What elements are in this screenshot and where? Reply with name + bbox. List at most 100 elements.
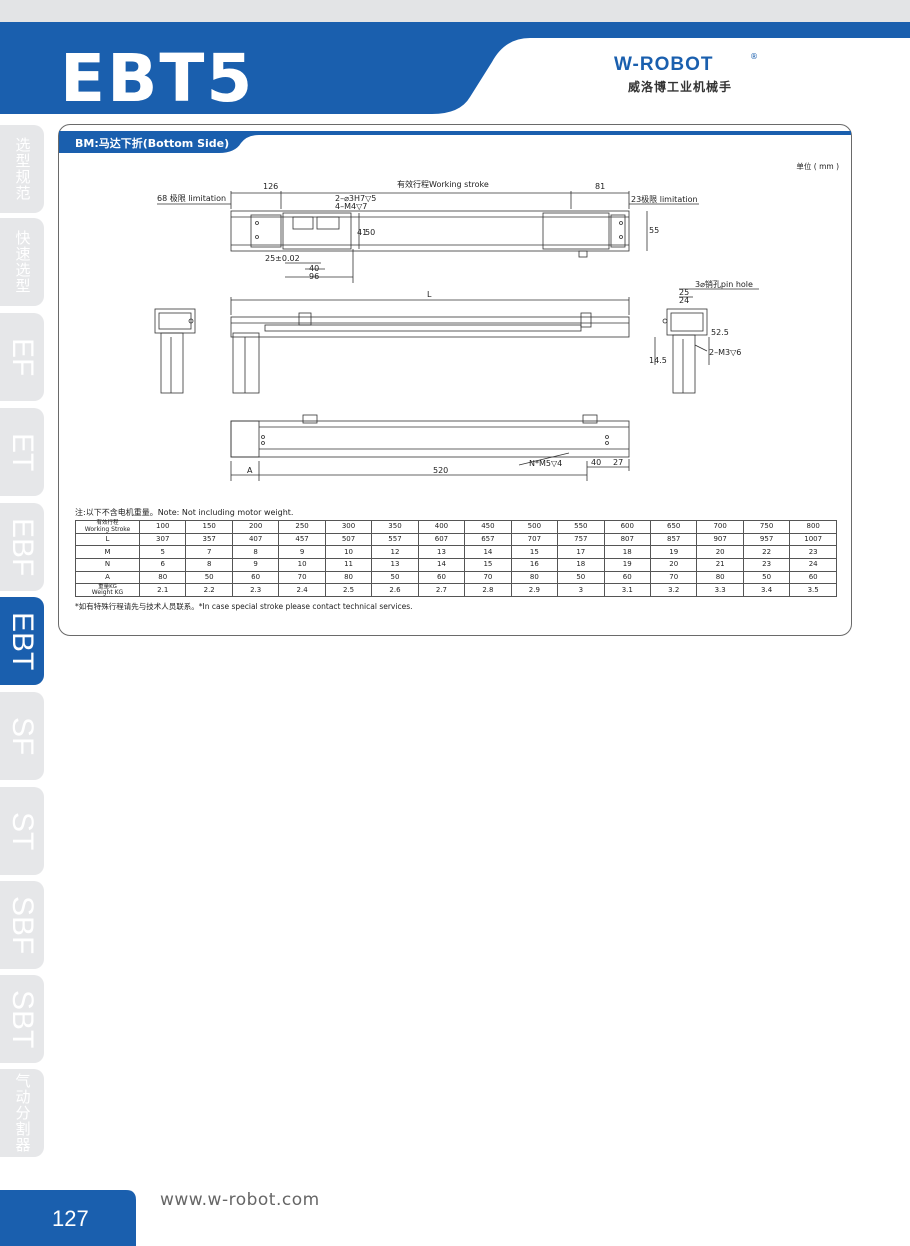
dim-27: 27 [613, 458, 623, 467]
table-cell: 24 [789, 558, 837, 572]
logo-subtitle: 威洛博工业机械手 [628, 80, 733, 94]
tab-sbf[interactable]: SBF [0, 881, 44, 969]
registered-mark: ® [750, 52, 758, 61]
table-cell: 2.8 [464, 583, 512, 598]
table-cell: 80 [138, 570, 187, 585]
row-header: A [75, 570, 140, 585]
dim-L: L [427, 290, 432, 299]
tab-et[interactable]: ET [0, 408, 44, 496]
table-cell: 9 [278, 545, 326, 560]
table-cell: 9 [231, 558, 280, 572]
table-cell: 607 [417, 532, 466, 547]
dim-limit-23: 23极限 limitation [631, 194, 698, 204]
tab-pneumatic-indexer[interactable]: 气动分割器 [0, 1069, 44, 1157]
tab-ef[interactable]: EF [0, 313, 44, 401]
table-cell: 70 [278, 570, 326, 585]
table-cell: 50 [185, 570, 233, 585]
table-cell: 70 [649, 570, 698, 585]
tab-sbt[interactable]: SBT [0, 975, 44, 1063]
left-end-view [154, 308, 196, 394]
table-cell: 2.2 [185, 583, 233, 598]
tab-ebt[interactable]: EBT [0, 597, 44, 685]
tab-ebf[interactable]: EBF [0, 503, 44, 591]
table-cell: 750 [742, 520, 791, 534]
tab-sf[interactable]: SF [0, 692, 44, 780]
row-header: N [75, 558, 140, 572]
table-cell: 600 [603, 520, 651, 534]
dim-81: 81 [595, 182, 605, 191]
table-cell: 18 [603, 545, 651, 560]
table-cell: 17 [557, 545, 605, 560]
table-cell: 757 [557, 532, 605, 547]
table-cell: 100 [138, 520, 187, 534]
table-cell: 557 [371, 532, 419, 547]
row-header: L [75, 532, 140, 547]
tab-label: ST [6, 811, 39, 851]
website-url[interactable]: www.w-robot.com [160, 1190, 320, 1210]
tab-selection-spec[interactable]: 选型规范 [0, 125, 44, 213]
table-cell: 250 [278, 520, 326, 534]
company-logo: W-ROBOT ® 威洛博工业机械手 [614, 52, 774, 98]
panel-title-bar: BM:马达下折(Bottom Side) [59, 131, 851, 153]
table-cell: 2.3 [231, 583, 280, 598]
table-cell: 800 [789, 520, 837, 534]
table-cell: 16 [510, 558, 559, 572]
row-header-en: Working Stroke [84, 525, 131, 533]
dim-50: 50 [365, 228, 375, 237]
dim-working-stroke: 有效行程Working stroke [397, 179, 489, 189]
table-cell: 400 [417, 520, 466, 534]
tab-label: SF [6, 716, 39, 756]
table-cell: 150 [185, 520, 233, 534]
row-header-cn: 有效行程 [96, 520, 119, 527]
table-cell: 60 [789, 570, 837, 585]
table-cell: 3.5 [789, 583, 837, 598]
table-cell: 200 [231, 520, 280, 534]
table-cell: 80 [510, 570, 559, 585]
tab-quick-select[interactable]: 快速选型 [0, 218, 44, 306]
tab-label: 气动分割器 [13, 1073, 32, 1153]
table-cell: 457 [278, 532, 326, 547]
table-cell: 23 [742, 558, 791, 572]
table-cell: 21 [696, 558, 744, 572]
spec-panel: BM:马达下折(Bottom Side) 单位 ( mm ) [58, 124, 852, 636]
table-cell: 3 [557, 583, 605, 598]
table-cell: 307 [138, 532, 187, 547]
page-header: EBT5 W-ROBOT ® 威洛博工业机械手 [0, 22, 910, 114]
unit-label: 单位 ( mm ) [796, 162, 839, 171]
table-cell: 80 [324, 570, 373, 585]
bottom-view: A 520 N*M5▽4 40 27 [230, 414, 630, 481]
dim-14-5: 14.5 [649, 356, 667, 365]
table-cell: 657 [464, 532, 512, 547]
table-cell: 2.4 [278, 583, 326, 598]
table-cell: 7 [185, 545, 233, 560]
table-cell: 60 [231, 570, 280, 585]
table-cell: 650 [649, 520, 698, 534]
tab-label: ET [6, 432, 39, 472]
dim-40-bottom: 40 [591, 458, 601, 467]
table-cell: 2.5 [324, 583, 373, 598]
table-cell: 1007 [789, 532, 837, 547]
header-banner-shape [0, 22, 910, 114]
table-cell: 15 [510, 545, 559, 560]
table-cell: 23 [789, 545, 837, 560]
dim-n-m5: N*M5▽4 [529, 459, 562, 468]
table-cell: 22 [742, 545, 791, 560]
table-cell: 707 [510, 532, 559, 547]
tab-label: EBF [6, 517, 39, 577]
table-cell: 50 [371, 570, 419, 585]
row-header-en: Weight KG [91, 589, 124, 597]
table-cell: 507 [324, 532, 373, 547]
tab-st[interactable]: ST [0, 787, 44, 875]
dim-55: 55 [649, 226, 659, 235]
table-cell: 907 [696, 532, 744, 547]
table-cell: 2.6 [371, 583, 419, 598]
table-cell: 857 [649, 532, 698, 547]
page-tab-shape [0, 1190, 136, 1246]
